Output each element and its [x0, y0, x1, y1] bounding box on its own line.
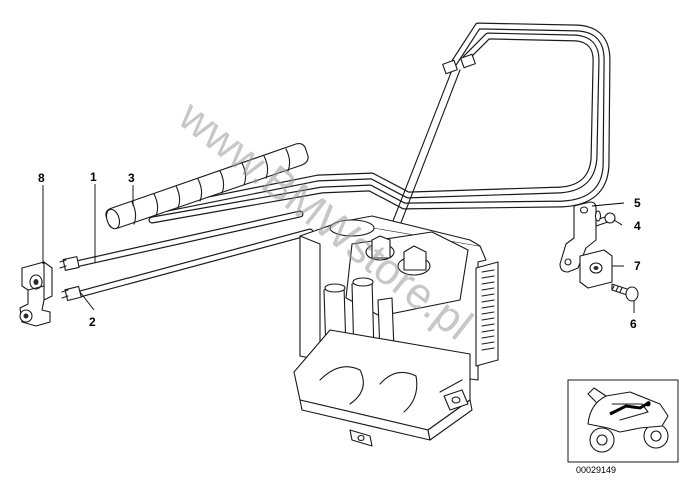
brake-pipe-2: [61, 228, 314, 302]
callout-5: 5: [634, 196, 641, 210]
pipe-holder: [19, 261, 53, 327]
callout-3: 3: [128, 171, 135, 185]
bracket: [559, 201, 597, 273]
callout-7: 7: [634, 259, 641, 273]
callout-4: 4: [634, 219, 641, 233]
callout-1: 1: [90, 170, 97, 184]
drawing-number: 00029149: [576, 465, 616, 475]
callout-6: 6: [630, 317, 637, 331]
protective-sleeve: [105, 143, 309, 230]
brake-pipe-1: [59, 210, 304, 271]
callout-8: 8: [38, 171, 45, 185]
screw-6: [611, 283, 639, 302]
leader-lines: [42, 184, 635, 313]
clamp-7: [579, 249, 613, 289]
locator-inset: [567, 379, 679, 463]
motorcycle-icon: [587, 387, 669, 453]
callout-2: 2: [89, 315, 96, 329]
abs-pressure-modulator: [293, 215, 499, 447]
brake-pipe-upper-loops: [144, 22, 611, 247]
washer-5: [594, 210, 602, 222]
screw-4: [595, 212, 616, 227]
